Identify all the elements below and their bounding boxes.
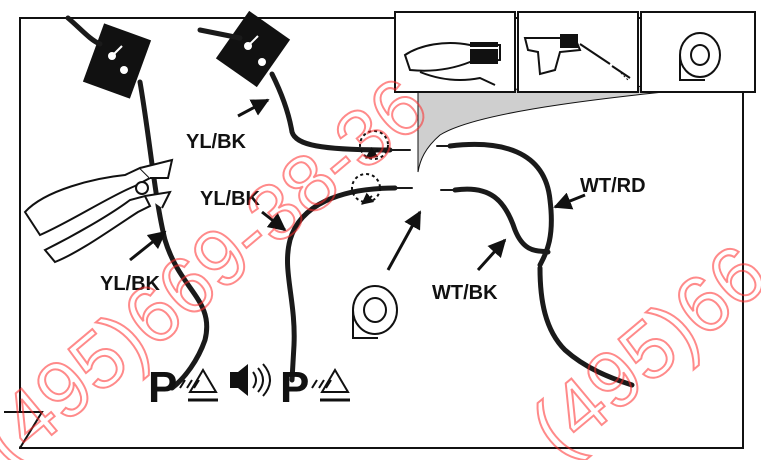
label-wt-bk: WT/BK [432, 282, 498, 304]
label-yl-bk-top: YL/BK [186, 131, 247, 153]
wire-labels: YL/BK YL/BK YL/BK WT/RD WT/BK [100, 131, 646, 304]
tape-roll-icon [679, 32, 721, 81]
watermark: (495)669-38-36 (495)66 [0, 59, 761, 460]
park-symbol-left: P [148, 363, 177, 412]
wire-stripper-icon [403, 42, 501, 86]
drill-icon [523, 34, 631, 81]
park-symbol-right: P [280, 363, 309, 412]
label-yl-bk-left: YL/BK [100, 273, 161, 295]
pliers-icon [23, 158, 174, 264]
speaker-icon [230, 363, 271, 397]
watermark-right: (495)66 [514, 228, 761, 460]
wires [65, 15, 635, 391]
wire-ends [387, 145, 458, 191]
sensor-wave-right-icon [311, 368, 350, 402]
label-wt-rd: WT/RD [580, 175, 646, 197]
park-sensor-symbols: P P [148, 363, 350, 412]
tool-panel-strip [394, 11, 756, 173]
tape-roll-center-icon [352, 285, 398, 339]
watermark-left: (495)669-38-36 [0, 60, 443, 460]
label-yl-bk-middle: YL/BK [200, 188, 261, 210]
connector-block-middle [215, 10, 291, 88]
twist-circles [351, 130, 389, 205]
sensor-wave-left-icon [179, 368, 218, 402]
pointer-arrows [129, 98, 586, 272]
